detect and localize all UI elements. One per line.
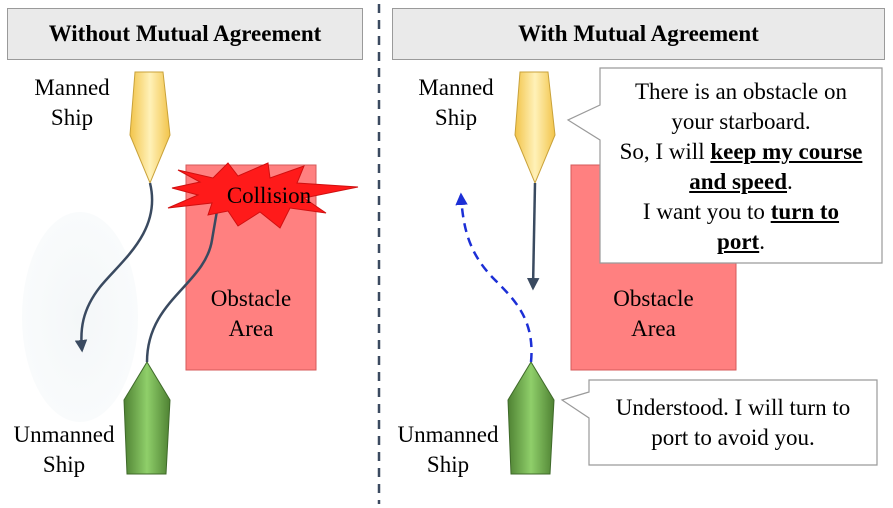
port-emphasis: port (717, 229, 760, 254)
manned-msg-line4-suffix: . (787, 169, 793, 194)
left-obstacle-line1: Obstacle (210, 286, 292, 311)
manned-message: There is an obstacle on your starboard. … (600, 77, 882, 257)
right-manned-ship (514, 71, 556, 185)
manned-speech-bubble (566, 67, 883, 264)
turn-to-emphasis: turn to (770, 199, 840, 224)
avoidance-zone (22, 212, 138, 422)
right-unmanned-ship (507, 361, 555, 475)
unmanned-msg-line1: Understood. I will turn to (615, 395, 851, 420)
manned-msg-line2: your starboard. (671, 109, 811, 134)
right-manned-line2: Ship (434, 105, 478, 130)
right-unmanned-path (455, 192, 533, 363)
right-unmanned-line2: Ship (426, 452, 470, 477)
left-obstacle-line2: Area (228, 316, 274, 341)
left-manned-ship (129, 71, 171, 185)
left-obstacle-label: Obstacle Area (186, 284, 316, 344)
left-unmanned-line2: Ship (42, 452, 86, 477)
unmanned-msg-line2: port to avoid you. (651, 425, 815, 450)
manned-msg-line5-prefix: I want you to (642, 199, 771, 224)
and-speed-emphasis: and speed (689, 169, 788, 194)
left-manned-path (74, 182, 154, 353)
left-manned-line1: Manned (34, 75, 110, 100)
unmanned-speech-bubble (560, 379, 878, 466)
manned-msg-line3: So, I will keep my course (600, 137, 882, 167)
collision-burst (167, 162, 359, 229)
left-manned-ship-label: Manned Ship (14, 73, 130, 133)
left-manned-line2: Ship (50, 105, 94, 130)
right-obstacle-line1: Obstacle (613, 286, 694, 311)
header-with-agreement: With Mutual Agreement (392, 8, 885, 60)
manned-msg-line6: port. (600, 227, 882, 257)
manned-msg-line4: and speed. (600, 167, 882, 197)
right-obstacle-label: Obstacle Area (571, 284, 736, 344)
manned-msg-line6-suffix: . (759, 229, 765, 254)
collision-label: Collision (226, 183, 312, 208)
left-unmanned-ship (123, 361, 171, 475)
manned-msg-line3-prefix: So, I will (619, 139, 711, 164)
right-manned-path (526, 182, 540, 291)
right-manned-line1: Manned (418, 75, 494, 100)
right-unmanned-ship-label: Unmanned Ship (386, 420, 510, 480)
right-obstacle-line2: Area (631, 316, 676, 341)
right-unmanned-line1: Unmanned (397, 422, 499, 447)
header-without-agreement: Without Mutual Agreement (7, 8, 363, 60)
keep-course-emphasis: keep my course (710, 139, 863, 164)
unmanned-message: Understood. I will turn to port to avoid… (589, 393, 877, 453)
manned-msg-line1: There is an obstacle on (634, 79, 848, 104)
right-manned-ship-label: Manned Ship (398, 73, 514, 133)
left-unmanned-line1: Unmanned (13, 422, 115, 447)
left-unmanned-ship-label: Unmanned Ship (2, 420, 126, 480)
manned-msg-line5: I want you to turn to (600, 197, 882, 227)
